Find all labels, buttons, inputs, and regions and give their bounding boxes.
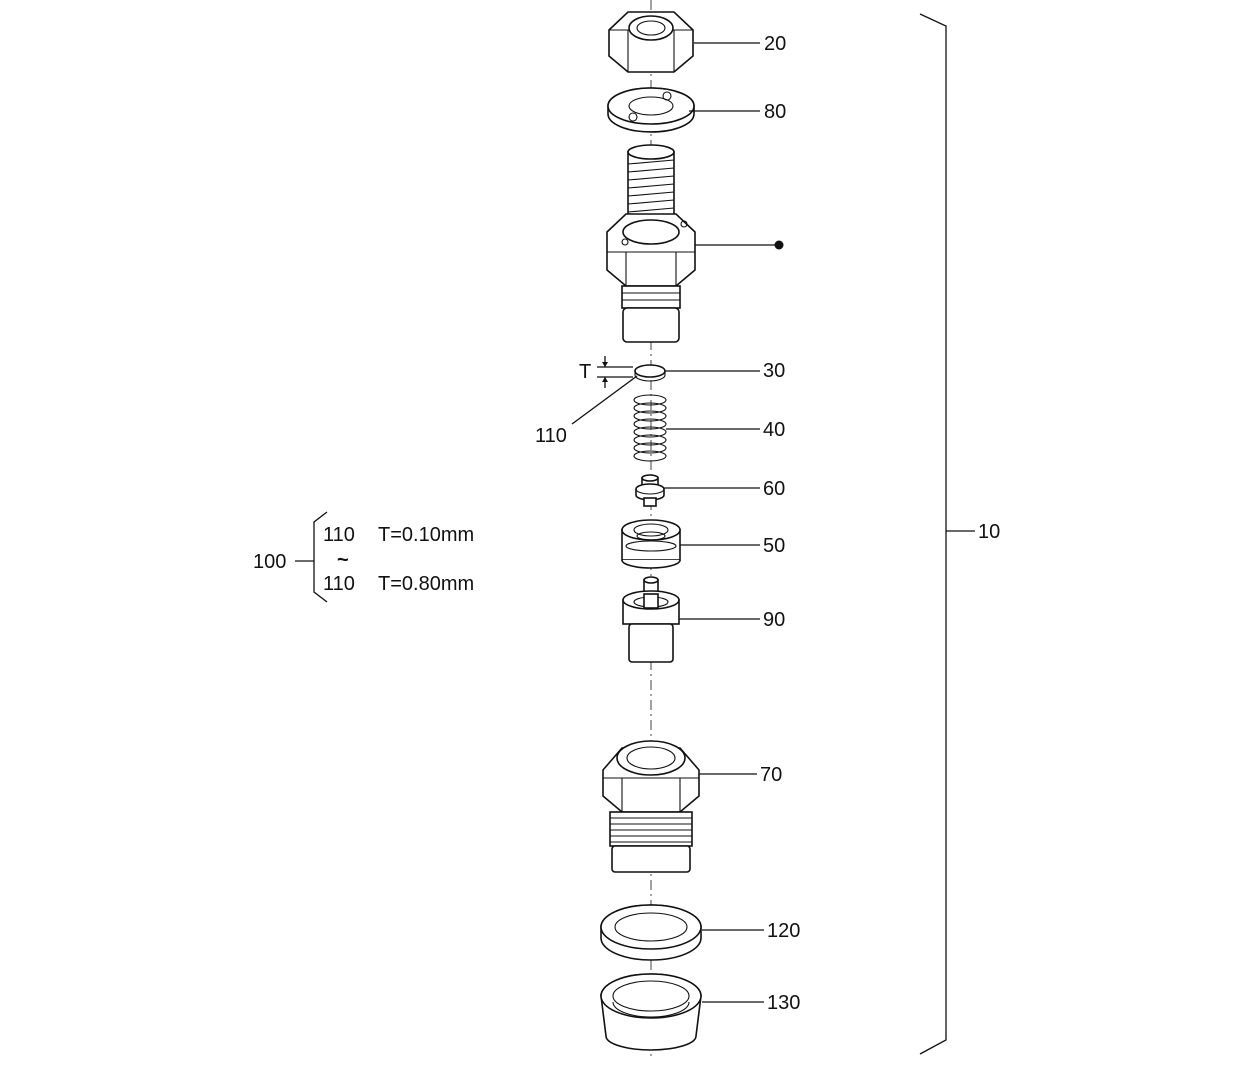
part-60-stopper (635, 474, 665, 507)
callout-t-symbol: T (579, 361, 591, 383)
shim-row1-spec: T=0.10mm (378, 524, 474, 546)
callout-130: 130 (767, 992, 800, 1014)
callout-100: 100 (253, 551, 286, 573)
callout-80: 80 (764, 101, 786, 123)
part-70-holder-nut (602, 740, 700, 873)
callout-70: 70 (760, 764, 782, 786)
callout-120: 120 (767, 920, 800, 942)
part-130-sleeve (600, 973, 702, 1051)
callout-40: 40 (763, 419, 785, 441)
shim-row2-spec: T=0.80mm (378, 573, 474, 595)
callout-30: 30 (763, 360, 785, 382)
callout-90: 90 (763, 609, 785, 631)
callout-10: 10 (978, 521, 1000, 543)
shim-row1-part: 110 (323, 524, 355, 546)
shim-set-brace (295, 511, 328, 603)
callout-dot (774, 240, 784, 250)
callout-110: 110 (535, 425, 567, 447)
assembly-brace (919, 13, 975, 1055)
callout-20: 20 (764, 33, 786, 55)
callout-50: 50 (763, 535, 785, 557)
part-120-gasket (600, 904, 702, 961)
part-90-delivery-valve (622, 576, 680, 663)
part-40-spring (633, 394, 667, 462)
callout-60: 60 (763, 478, 785, 500)
leader-lines (571, 42, 784, 1003)
part-30-shim-disc (634, 364, 666, 382)
part-valve-holder-body (606, 144, 696, 343)
shim-tilde: ~ (337, 549, 349, 571)
part-50-valve-seat (621, 519, 681, 569)
part-20-hex-nut (608, 11, 694, 73)
shim-row2-part: 110 (323, 573, 355, 595)
part-80-washer (607, 87, 695, 133)
